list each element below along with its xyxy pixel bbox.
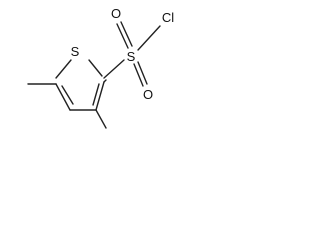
bond-c2-c3-inner [61,85,74,105]
bond-s1-c2 [55,59,72,79]
bond-c2-c3 [55,83,71,111]
bond-c5-sulfonyl [103,59,125,79]
bond-s1-c5 [88,59,103,77]
sulfonyl-sulfur-label: S [127,49,136,64]
oxygen-bottom-label: O [143,87,153,102]
structural-formula-diagram: S S O O Cl [27,6,174,129]
ring-sulfur-label: S [71,44,80,59]
chlorine-label: Cl [162,10,174,25]
bond-s-o-top-b [120,21,133,47]
bond-c4-methyl [95,109,107,129]
bond-c5-c5b-double [103,79,107,83]
bond-s-cl [137,25,161,51]
thiophene-ring [55,59,107,111]
bond-s-o-bottom-a [133,63,144,87]
bond-c4-c5 [95,81,105,111]
bond-c4-c5-double [92,83,100,106]
bond-s-o-top-a [116,23,129,49]
oxygen-top-label: O [111,6,121,21]
bond-s-o-bottom-b [137,61,148,85]
sulfonyl-bonds [116,21,161,87]
